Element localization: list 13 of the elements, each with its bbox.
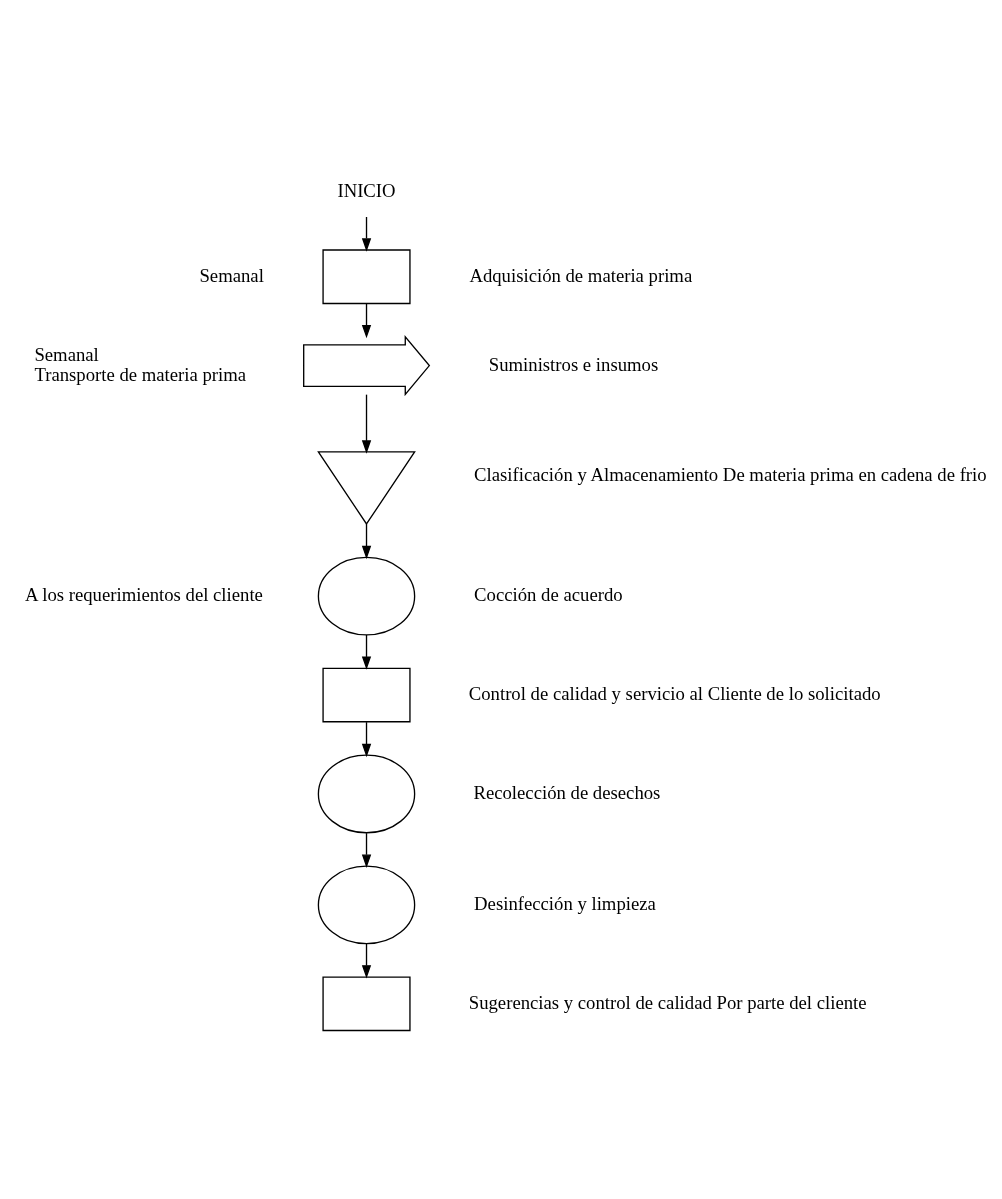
node-label: Suministros e insumos	[488, 353, 658, 375]
node-label: Semanal	[33, 343, 99, 365]
node-label: Transporte de materia prima	[33, 363, 246, 385]
node-text: INICIO	[336, 180, 396, 202]
node-label: Desinfección y limpieza	[473, 892, 656, 914]
node-label: Control de calidad y servicio al Cliente de lo solicitado	[468, 683, 881, 704]
node-label: Clasificación y Almacenamiento De materia prima en cadena de frio	[473, 463, 987, 485]
node-label: Sugerencias y control de calidad Por parte del cliente	[468, 991, 867, 1013]
node-label: Adquisición de materia prima	[468, 264, 692, 286]
node-label: Recolección de desechos	[472, 781, 660, 803]
node-label: Semanal	[198, 264, 264, 286]
node-label: A los requerimientos del cliente	[24, 584, 263, 606]
node-label: Cocción de acuerdo	[473, 584, 623, 606]
